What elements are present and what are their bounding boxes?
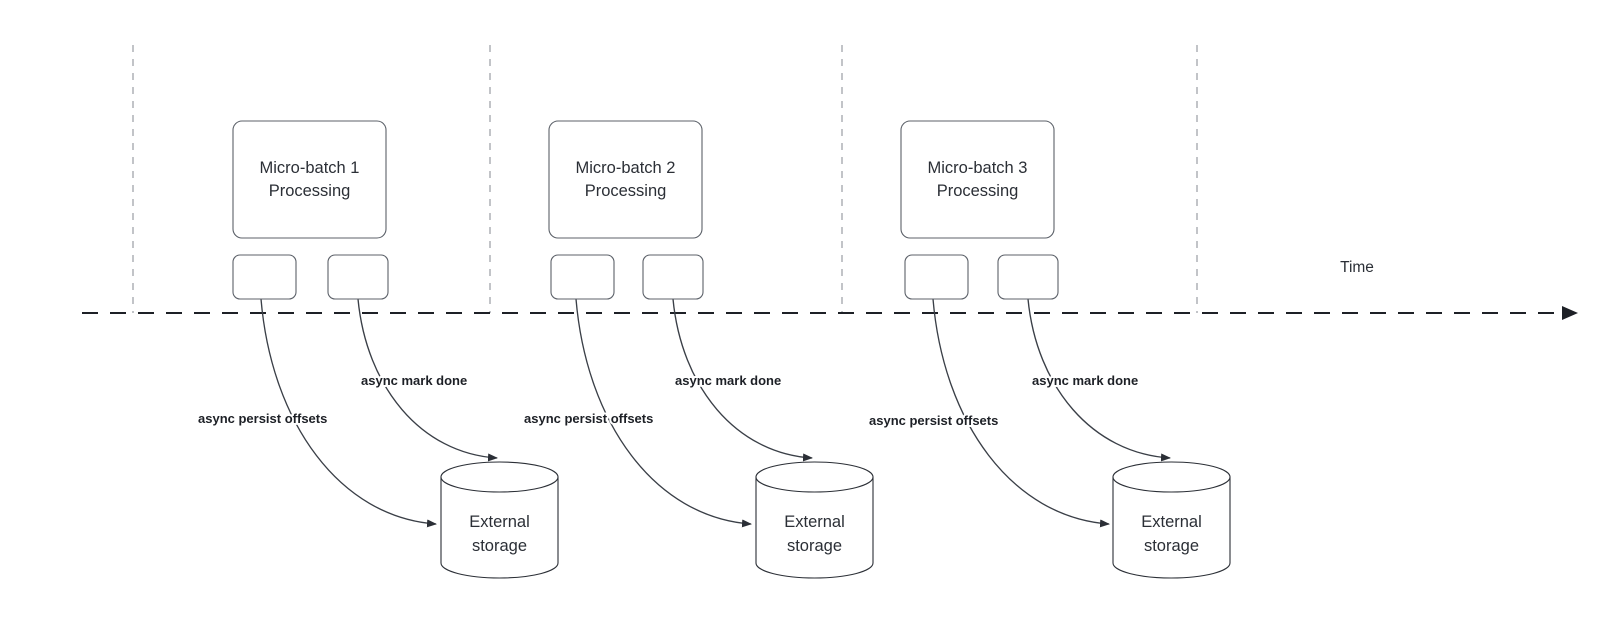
micro-batch-processing-box[interactable]: Micro-batch 1 Processing [232,120,387,239]
async-persist-offsets-edge-label-halo: async persist offsets [524,411,653,426]
async-mark-done-edge [672,298,813,462]
async-persist-offsets-edge-label-halo: async persist offsets [869,413,998,428]
time-axis-label: Time [1340,259,1374,276]
cylinder-top [1112,461,1231,493]
async-persist-offsets-edge [575,298,752,528]
async-mark-done-edge-label-halo: async mark done [1032,373,1138,388]
async-persist-offsets-edge-label-halo: async persist offsets [198,411,327,426]
mark-done-task[interactable] [642,254,704,300]
persist-offsets-task[interactable] [232,254,297,300]
persist-offsets-task[interactable] [550,254,615,300]
micro-batch-processing-box[interactable]: Micro-batch 3 Processing [900,120,1055,239]
persist-offsets-task[interactable] [904,254,969,300]
external-storage-cylinder[interactable]: External storage [755,461,874,579]
micro-batch-label-line1: Micro-batch 2 [576,159,676,177]
edge-labels-group: async persist offsets async persist offse… [196,371,1140,430]
axis-label-group: Time [1340,259,1374,276]
async-mark-done-edge-label: async mark done [1032,373,1138,388]
mark-done-task[interactable] [997,254,1059,300]
cylinder-top [755,461,874,493]
storage-label-line1: External [469,513,530,531]
async-persist-offsets-edge [932,298,1110,528]
micro-batch-label-line2: Processing [585,182,667,200]
cylinder-body [440,476,559,579]
async-mark-done-edge-label-halo: async mark done [675,373,781,388]
micro-batch-label-line2: Processing [937,182,1019,200]
storage-label-line1: External [784,513,845,531]
box-outline [232,120,387,239]
async-mark-done-edge-label: async mark done [675,373,781,388]
box-outline [548,120,703,239]
flow-edges-group [260,298,1171,528]
cylinder-body [755,476,874,579]
async-mark-done-edge [357,298,498,462]
async-persist-offsets-edge-label: async persist offsets [524,411,653,426]
mark-done-task[interactable] [327,254,389,300]
external-storage-cylinder[interactable]: External storage [1112,461,1231,579]
micro-batch-label-line1: Micro-batch 3 [928,159,1028,177]
box-outline [900,120,1055,239]
external-storage-cylinder[interactable]: External storage [440,461,559,579]
timeline-axis-group [82,306,1578,320]
storage-label-line1: External [1141,513,1202,531]
async-mark-done-edge-label: async mark done [361,373,467,388]
async-persist-offsets-edge [260,298,437,528]
right-arrow-icon [1562,306,1578,320]
micro-batch-label-line1: Micro-batch 1 [260,159,360,177]
async-mark-done-edge-label-halo: async mark done [361,373,467,388]
storage-label-line2: storage [472,537,527,555]
async-persist-offsets-edge-label: async persist offsets [869,413,998,428]
async-persist-offsets-edge-label: async persist offsets [198,411,327,426]
micro-batch-label-line2: Processing [269,182,351,200]
storage-label-line2: storage [1144,537,1199,555]
async-mark-done-edge [1027,298,1171,462]
cylinder-top [440,461,559,493]
storage-label-line2: storage [787,537,842,555]
micro-batch-processing-box[interactable]: Micro-batch 2 Processing [548,120,703,239]
boundary-lines-group [132,45,1198,313]
cylinder-body [1112,476,1231,579]
